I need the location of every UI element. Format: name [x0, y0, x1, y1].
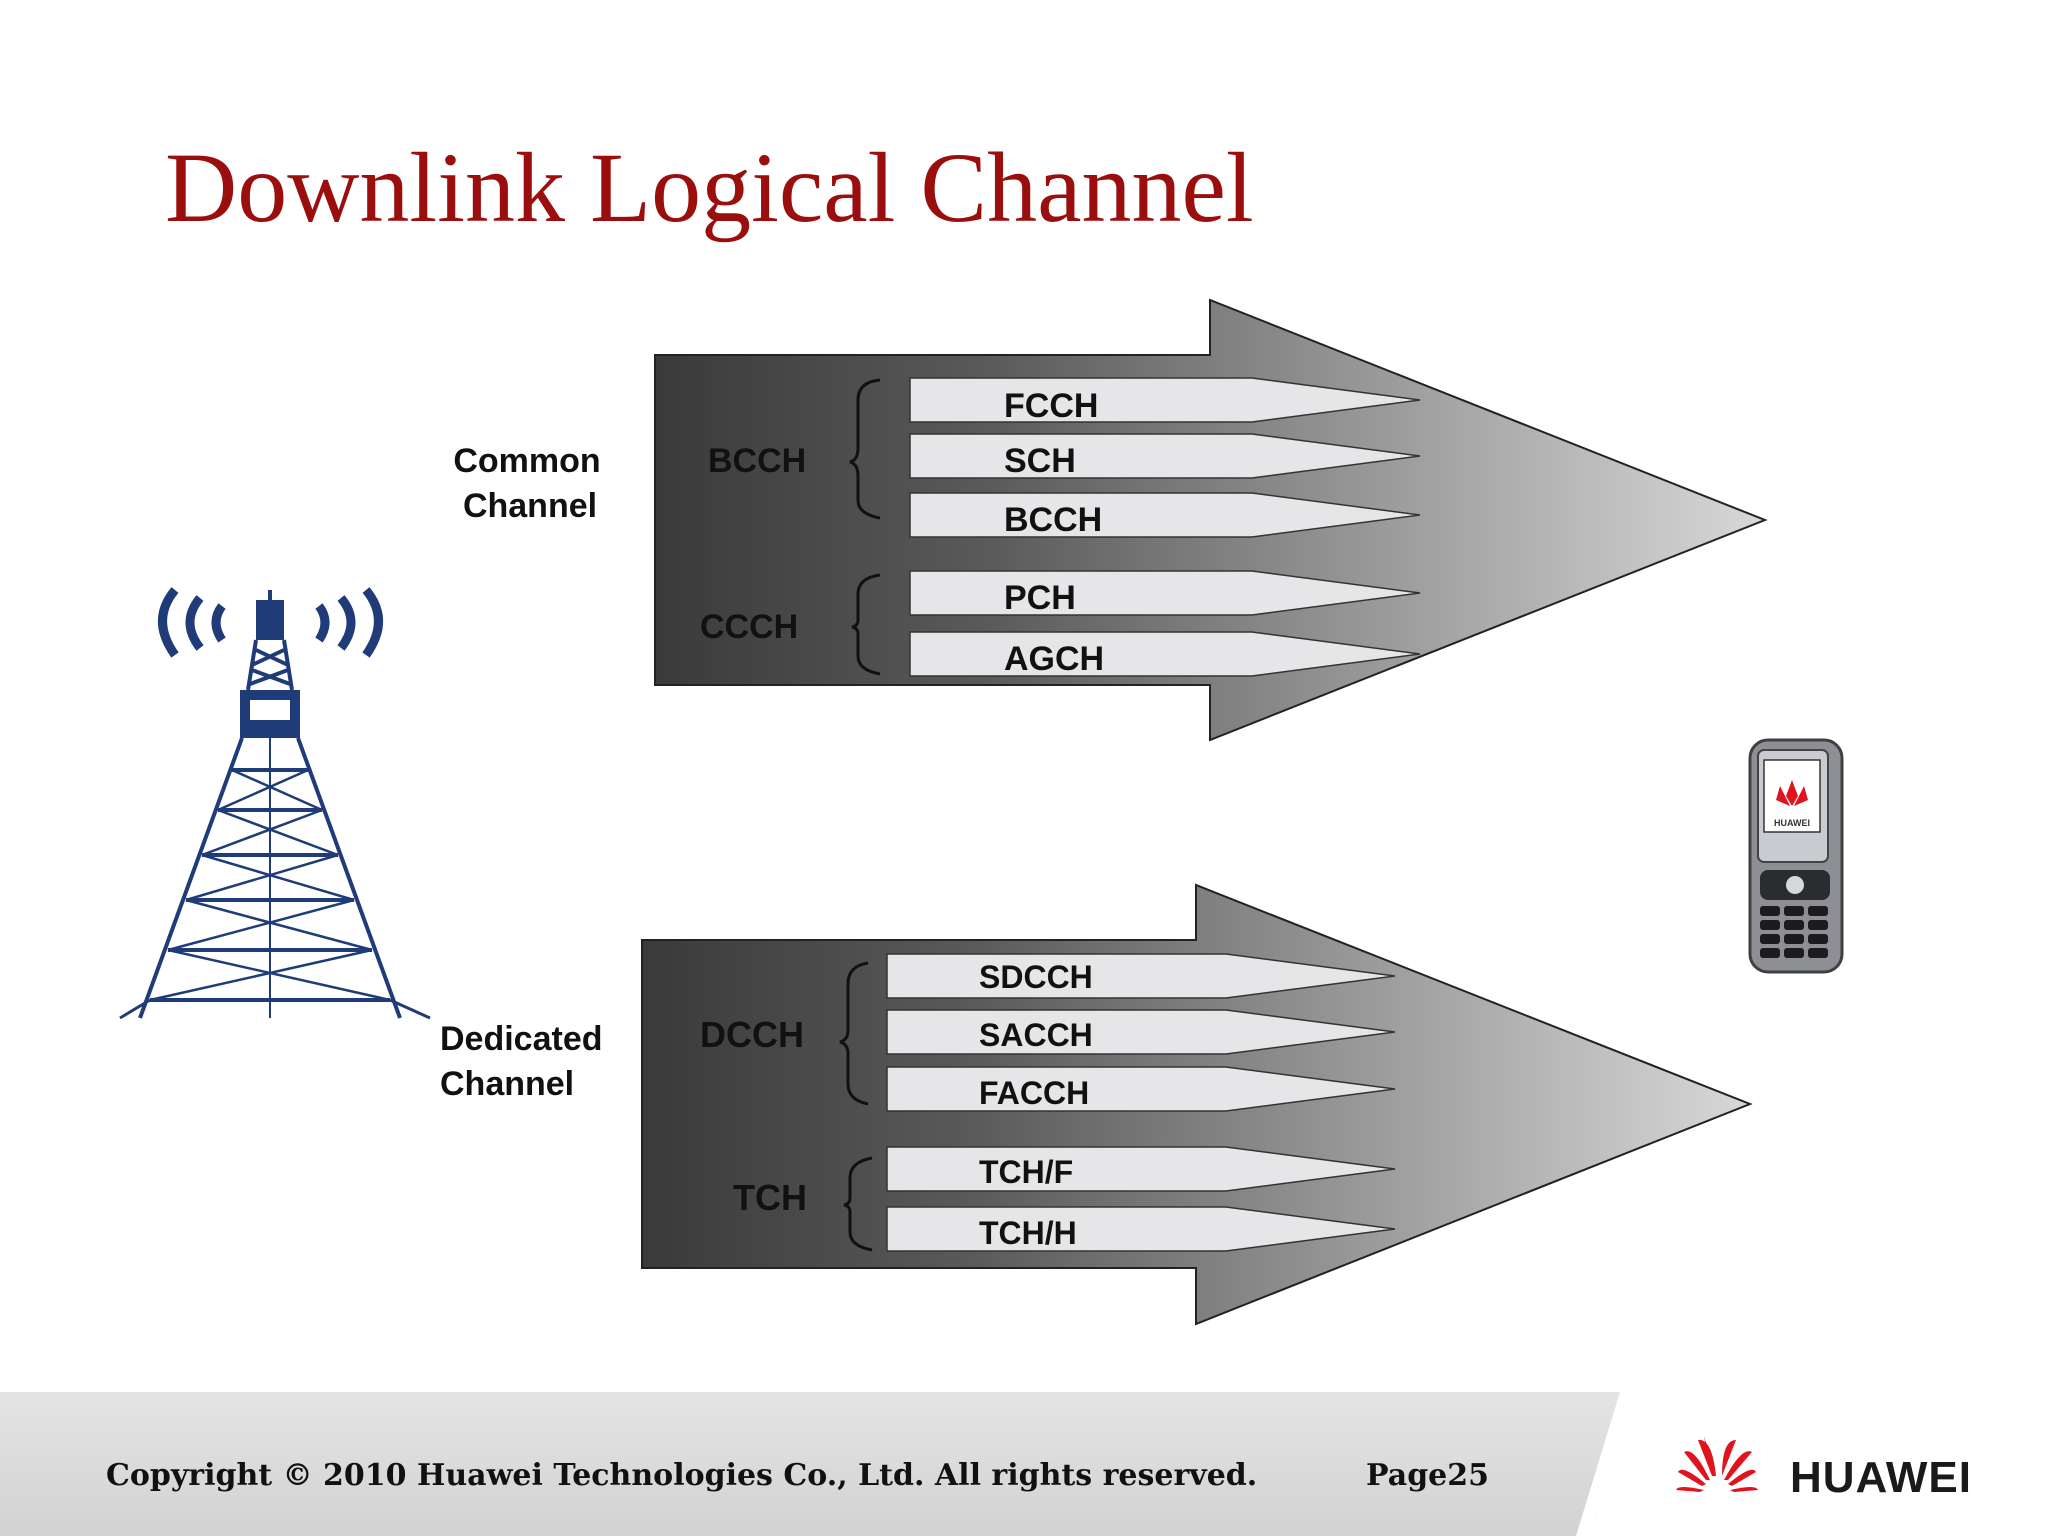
- brace-ccch: [851, 573, 881, 676]
- phone-brand: HUAWEI: [1774, 818, 1810, 828]
- slide-title: Downlink Logical Channel: [165, 132, 1254, 243]
- common-label-line2: Channel: [463, 487, 597, 525]
- dedicated-label-line1: Dedicated: [440, 1020, 603, 1058]
- group-label-tch: TCH: [733, 1177, 807, 1218]
- common-channel-subarrows: [909, 377, 1421, 677]
- channel-arrow-bcch: [909, 492, 1421, 538]
- huawei-logo-icon: [1676, 1436, 1758, 1492]
- channel-label-sacch: SACCH: [979, 1017, 1093, 1053]
- channel-arrow-pch: [909, 570, 1421, 616]
- channel-label-tchh: TCH/H: [979, 1215, 1077, 1251]
- channel-label-facch: FACCH: [979, 1075, 1089, 1111]
- channel-arrow-sch: [909, 433, 1421, 479]
- channel-arrow-tchf: [886, 1146, 1396, 1192]
- channel-label-bcch: BCCH: [1004, 501, 1102, 539]
- group-label-dcch: DCCH: [700, 1014, 804, 1055]
- channel-arrow-facch: [886, 1066, 1396, 1112]
- channel-arrow-fcch: [909, 377, 1421, 423]
- radio-tower-icon: [119, 587, 431, 1020]
- channel-arrow-agch: [909, 631, 1421, 677]
- brace-group: [839, 378, 881, 1252]
- footer-page-number: Page25: [1366, 1458, 1490, 1493]
- channel-arrow-tchh: [886, 1206, 1396, 1252]
- common-label-line1: Common: [453, 442, 600, 480]
- footer-logo-area: [1634, 1392, 2048, 1536]
- brace-tch: [843, 1156, 873, 1252]
- group-label-ccch: CCCH: [700, 608, 798, 646]
- brace-dcch: [839, 961, 869, 1106]
- channel-label-pch: PCH: [1004, 579, 1076, 617]
- channel-arrow-sacch: [886, 1009, 1396, 1055]
- channel-label-fcch: FCCH: [1004, 387, 1098, 425]
- footer-copyright: Copyright © 2010 Huawei Technologies Co.…: [106, 1458, 1258, 1493]
- brace-bcch: [849, 378, 881, 520]
- dedicated-label-line2: Channel: [440, 1065, 574, 1103]
- channel-label-sch: SCH: [1004, 442, 1076, 480]
- channel-label-tchf: TCH/F: [979, 1154, 1073, 1190]
- mobile-phone-icon: HUAWEI: [1748, 738, 1844, 974]
- group-label-bcch: BCCH: [708, 442, 806, 480]
- channel-arrow-sdcch: [886, 953, 1396, 999]
- footer-divider: [1576, 1392, 1634, 1536]
- channel-label-sdcch: SDCCH: [979, 959, 1093, 995]
- footer-logo-text: HUAWEI: [1790, 1453, 1972, 1502]
- channel-label-agch: AGCH: [1004, 640, 1104, 678]
- dedicated-channel-subarrows: [886, 953, 1396, 1252]
